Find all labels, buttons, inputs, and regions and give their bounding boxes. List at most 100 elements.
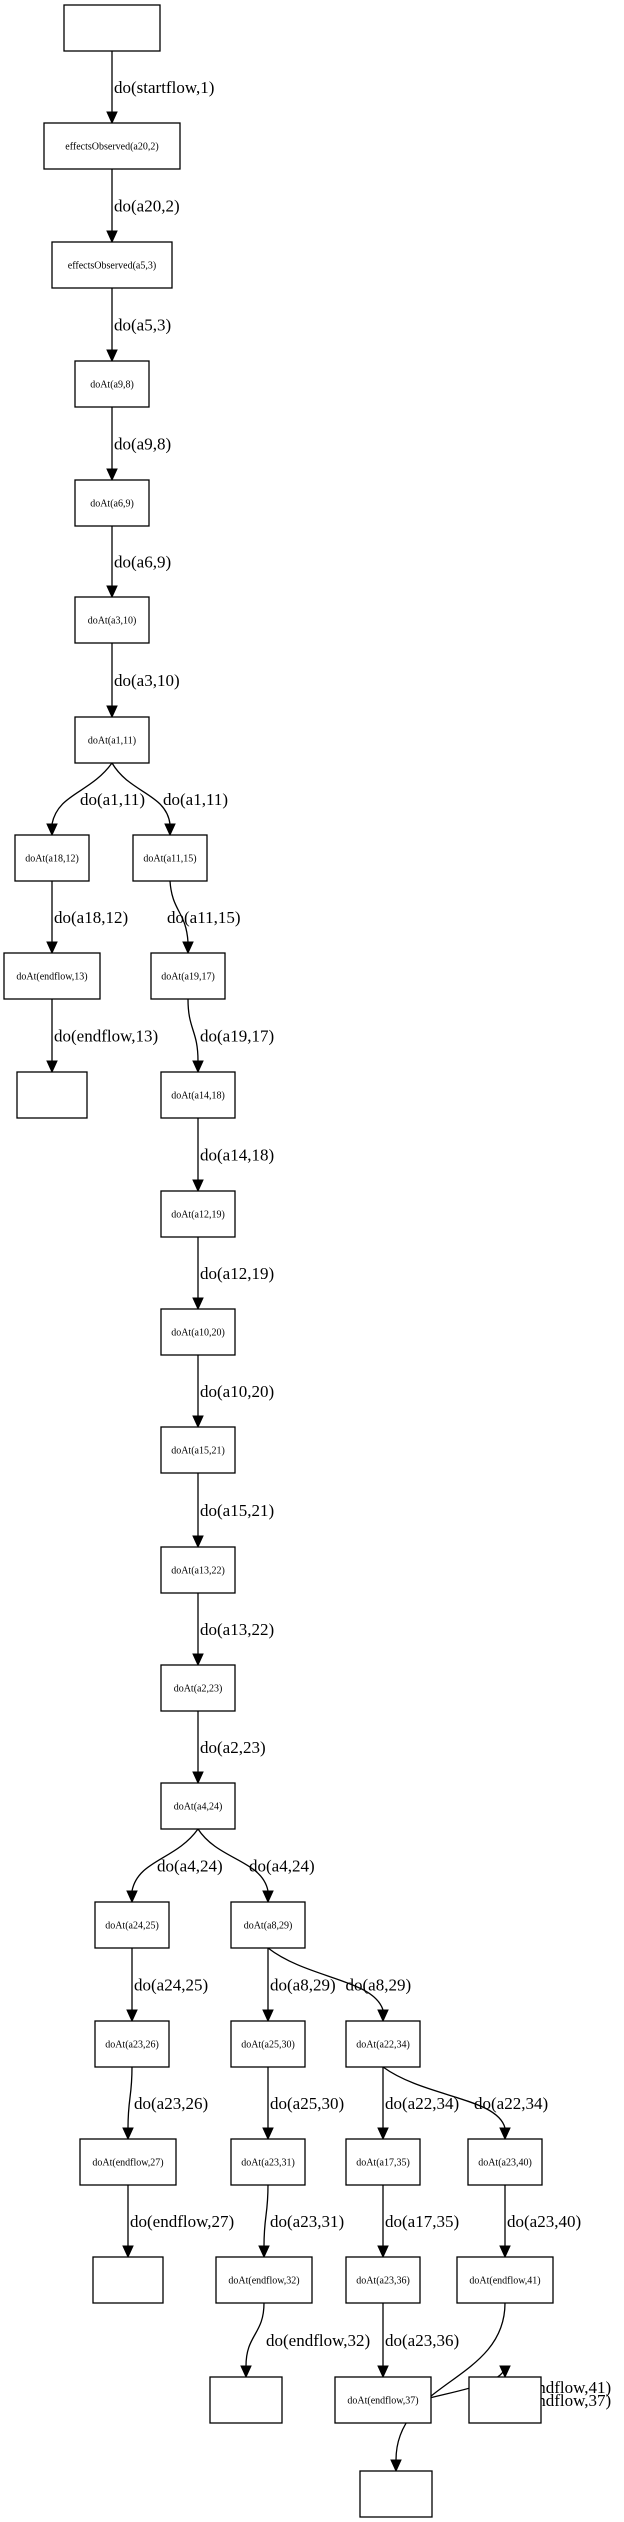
node-box — [74, 716, 150, 764]
edge-line — [131, 1828, 199, 1892]
graph-edge: do(a22,34) — [382, 2066, 548, 2141]
nodes-layer: effectsObserved(a20,2) effectsObserved(a5… — [3, 4, 554, 2518]
arrowhead — [377, 2365, 389, 2379]
edge-line — [395, 2302, 506, 2461]
node-box — [345, 2256, 421, 2304]
node-box — [359, 2470, 433, 2518]
graph-edge: do(a20,2) — [106, 169, 180, 244]
arrowhead — [122, 2127, 134, 2141]
graph-edge: do(a1,11) — [46, 762, 145, 837]
graph-node: effectsObserved(a20,2) — [43, 122, 181, 170]
arrowhead — [106, 585, 118, 599]
node-box — [160, 1426, 236, 1474]
node-label: doAt(endflow,13) — [16, 972, 87, 983]
edge-label: do(a2,23) — [200, 1738, 266, 1757]
graph-node: doAt(a11,15) — [132, 834, 208, 882]
arrowhead — [126, 2009, 138, 2023]
node-box — [334, 2376, 432, 2424]
graph-node: doAt(a15,21) — [160, 1426, 236, 1474]
graph-edge: do(a18,12) — [46, 881, 128, 955]
graph-node: doAt(a1,11) — [74, 716, 150, 764]
node-box — [74, 479, 150, 527]
graph-edge: do(a23,31) — [258, 2184, 344, 2259]
edge-label: do(a3,10) — [114, 671, 180, 690]
node-label: doAt(a23,26) — [105, 2040, 159, 2051]
node-box — [215, 2256, 313, 2304]
graph-edge: do(a8,29) — [262, 1948, 336, 2023]
edge-label: do(a13,22) — [200, 1620, 274, 1639]
node-box — [92, 2256, 164, 2304]
node-box — [160, 1546, 236, 1594]
node-box — [51, 241, 173, 289]
node-box — [209, 2376, 283, 2424]
arrowhead — [106, 349, 118, 363]
graph-edge: do(a8,29) — [267, 1947, 412, 2023]
edge-label: do(a10,20) — [200, 1382, 274, 1401]
arrowhead — [122, 2245, 134, 2259]
graph-edge: do(a17,35) — [377, 2185, 459, 2259]
node-label: doAt(a19,17) — [161, 972, 215, 983]
arrowhead — [192, 1653, 204, 1667]
graph-node — [92, 2256, 164, 2304]
graph-node: doAt(endflow,27) — [79, 2138, 177, 2186]
edge-label: do(a1,11) — [163, 790, 228, 809]
graph-node — [16, 1071, 88, 1119]
edge-line — [263, 2184, 269, 2247]
node-box — [230, 1901, 306, 1949]
edge-label: do(a22,34) — [474, 2094, 548, 2113]
graph-node: doAt(a10,20) — [160, 1308, 236, 1356]
node-box — [63, 4, 161, 52]
node-label: effectsObserved(a5,3) — [68, 261, 156, 272]
node-label: effectsObserved(a20,2) — [65, 142, 158, 153]
graph-node: effectsObserved(a5,3) — [51, 241, 173, 289]
edge-label: do(a14,18) — [200, 1146, 274, 1165]
node-box — [345, 2020, 421, 2068]
edge-label: do(a4,24) — [249, 1857, 315, 1876]
arrowhead — [106, 111, 118, 125]
graph-edge: do(a23,40) — [499, 2185, 581, 2259]
graph-node: doAt(a23,26) — [94, 2020, 170, 2068]
arrowhead — [240, 2365, 252, 2379]
node-box — [132, 834, 208, 882]
arrowhead — [46, 823, 58, 837]
graph-node: doAt(a23,31) — [230, 2138, 306, 2186]
node-box — [456, 2256, 554, 2304]
edge-label: do(a25,30) — [270, 2094, 344, 2113]
graph-edge: do(a12,19) — [192, 1237, 274, 1311]
node-label: doAt(a8,29) — [244, 1921, 293, 1932]
arrowhead — [192, 1771, 204, 1785]
graph-node: doAt(a2,23) — [160, 1664, 236, 1712]
arrowhead — [377, 2009, 389, 2023]
graph-node: doAt(a3,10) — [74, 596, 150, 644]
edge-line — [245, 2302, 265, 2367]
arrowhead — [192, 1535, 204, 1549]
node-label: doAt(endflow,37) — [347, 2396, 418, 2407]
edge-label: do(startflow,1) — [114, 78, 214, 97]
node-box — [94, 2020, 170, 2068]
graph-edge: do(a6,9) — [106, 526, 171, 599]
graph-edge: do(a23,36) — [377, 2303, 459, 2379]
edge-label: do(a18,12) — [54, 908, 128, 927]
edge-label: do(a8,29) — [346, 1976, 412, 1995]
arrowhead — [192, 1297, 204, 1311]
edge-label: do(endflow,27) — [130, 2212, 234, 2231]
edges-layer: do(startflow,1)do(a20,2)do(a5,3)do(a9,8)… — [46, 51, 611, 2473]
node-box — [160, 1664, 236, 1712]
graph-edge: do(a23,26) — [122, 2066, 208, 2141]
graph-edge: do(a5,3) — [106, 288, 171, 363]
graph-edge: do(a22,34) — [377, 2067, 459, 2141]
node-box — [16, 1071, 88, 1119]
arrowhead — [106, 705, 118, 719]
edge-label: do(a5,3) — [114, 316, 171, 335]
graph-node — [63, 4, 161, 52]
edge-label: do(a19,17) — [200, 1027, 274, 1046]
arrowhead — [46, 1060, 58, 1074]
graph-edge: do(endflow,32) — [240, 2302, 370, 2379]
graph-node: doAt(a19,17) — [150, 952, 226, 1000]
graph-node: doAt(a4,24) — [160, 1782, 236, 1830]
graph-edge: do(startflow,1) — [106, 51, 214, 125]
node-label: doAt(a15,21) — [171, 1446, 225, 1457]
edge-label: do(a23,36) — [385, 2331, 459, 2350]
graph-node — [468, 2376, 542, 2424]
